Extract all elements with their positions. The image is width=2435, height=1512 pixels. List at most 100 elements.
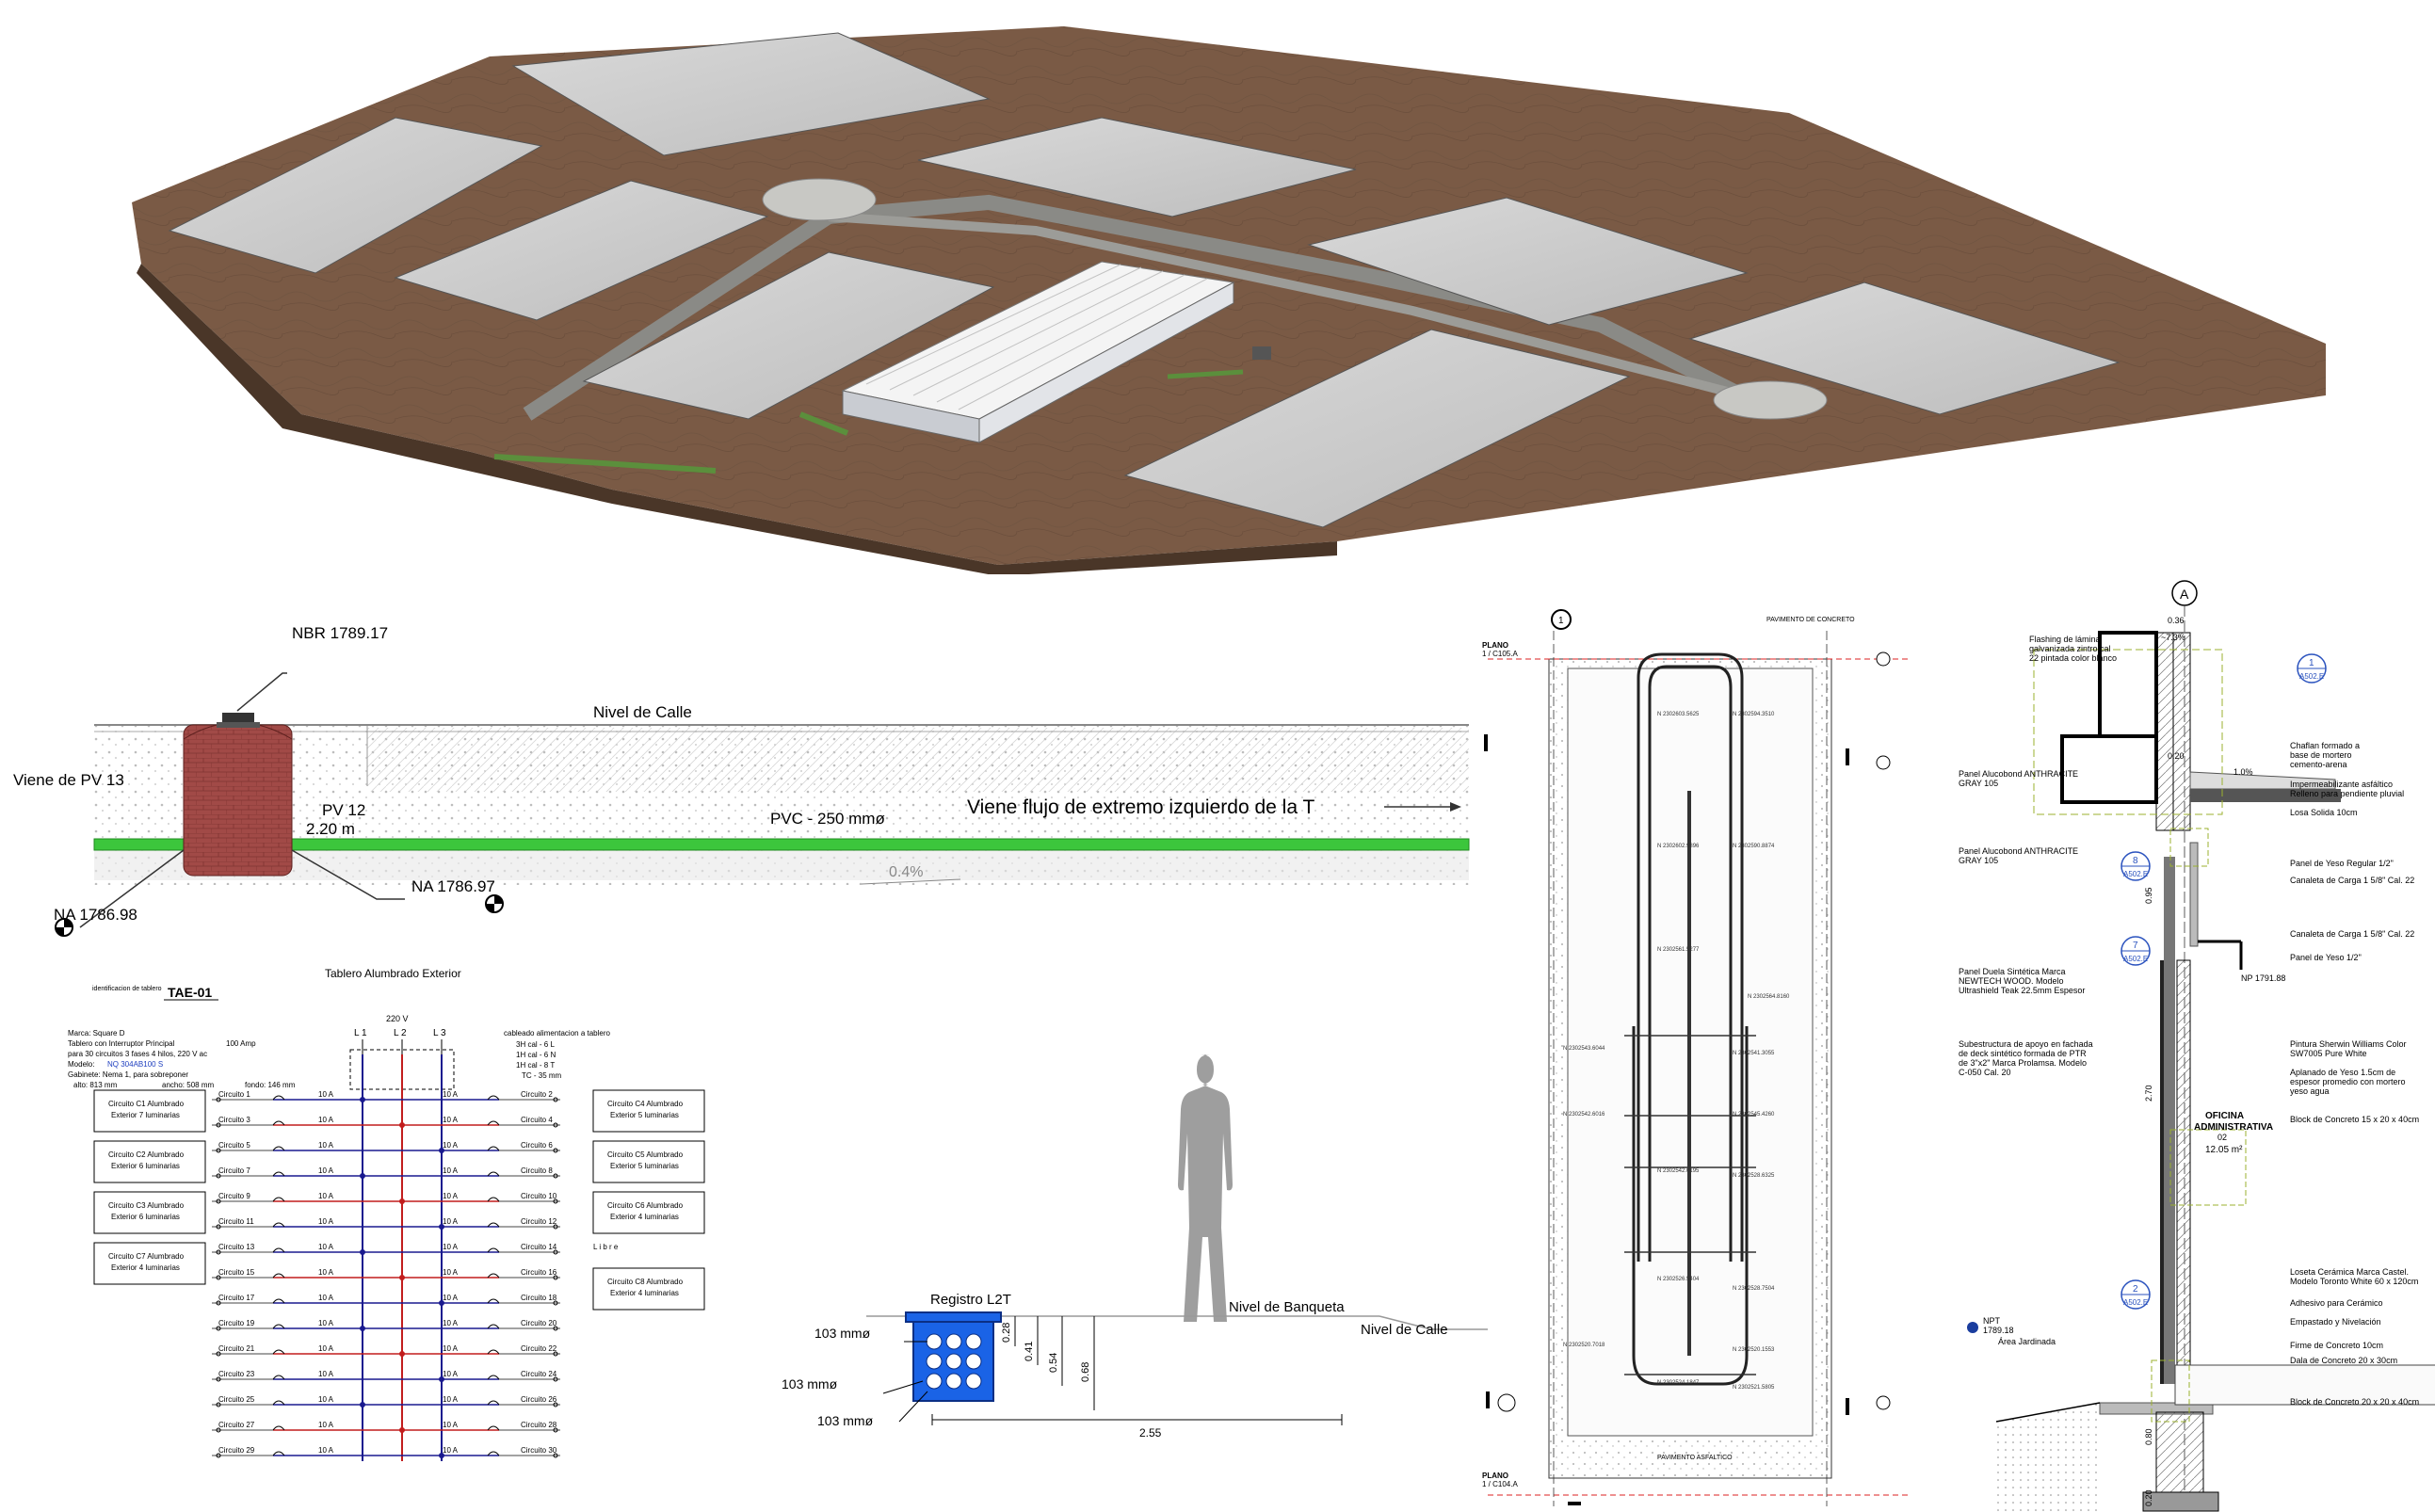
- right-circuit-label: Circuito 16: [521, 1268, 557, 1277]
- left-circuit-label: Circuito 15: [218, 1268, 255, 1277]
- circuit-box-text: Circuito C1 Alumbrado: [108, 1100, 185, 1108]
- note-right: Chaflan formado a: [2290, 741, 2360, 750]
- breaker-symbol: [272, 1146, 500, 1151]
- flow-label: Viene flujo de extremo izquierdo de la T: [967, 796, 1314, 818]
- dim-label: 0.54: [1048, 1353, 1059, 1373]
- right-circuit-label: Circuito 28: [521, 1421, 557, 1429]
- note-left: Subestructura de apoyo en fachada: [1959, 1039, 2093, 1049]
- left-circuit-label: Circuito 3: [218, 1116, 250, 1124]
- breaker-rating: 10 A: [318, 1268, 334, 1277]
- left-circuit-label: Circuito 1: [218, 1090, 250, 1099]
- detail-tag-number: 1: [2309, 658, 2314, 668]
- nbr-label: NBR 1789.17: [292, 624, 388, 642]
- circuit-box-text: Exterior 5 luminarias: [610, 1162, 679, 1170]
- svg-text:N 2302521.5805: N 2302521.5805: [1733, 1385, 1775, 1391]
- breaker-symbol: [272, 1400, 500, 1406]
- left-circuit-label: Circuito 9: [218, 1192, 250, 1200]
- detail-tag-number: 7: [2133, 941, 2138, 951]
- circuit-box-text: Exterior 4 luminarias: [610, 1289, 679, 1297]
- circuit-box-text: Circuito C5 Alumbrado: [607, 1150, 684, 1159]
- circuit-box-right: [592, 1140, 705, 1183]
- plano-top-ref: 1 / C105.A: [1482, 650, 1518, 658]
- terminal: [553, 1275, 558, 1280]
- dim-label: 0.20: [2144, 1489, 2153, 1506]
- circuit-box-left: [93, 1191, 206, 1234]
- right-circuit-label: Circuito 6: [521, 1141, 553, 1150]
- left-circuit-label: Circuito 5: [218, 1141, 250, 1150]
- spec-model: NQ 304AB100 S: [107, 1060, 163, 1069]
- circuit-box-text: Exterior 6 luminarias: [111, 1213, 180, 1221]
- terminal: [216, 1224, 221, 1230]
- dim-label: 2.70: [2144, 1085, 2153, 1102]
- note-right: espesor promedio con mortero: [2290, 1077, 2406, 1086]
- building-pad: [1123, 329, 1631, 528]
- site-render: [132, 26, 2326, 574]
- note-left: GRAY 105: [1959, 779, 1998, 788]
- right-circuit-label: Circuito 2: [521, 1090, 553, 1099]
- bus-tap: [439, 1300, 444, 1306]
- breaker-symbol: [272, 1095, 500, 1101]
- room-name-2: ADMINISTRATIVA: [2194, 1122, 2273, 1133]
- breaker-rating: 10 A: [318, 1116, 334, 1124]
- bus-tap: [360, 1249, 365, 1255]
- svg-text:N 2302545.4260: N 2302545.4260: [1733, 1112, 1775, 1118]
- plano-top-label: PLANO: [1482, 641, 1508, 650]
- building-pad: [394, 180, 769, 321]
- left-circuit-label: Circuito 17: [218, 1294, 255, 1302]
- note-left: NEWTECH WOOD. Modelo: [1959, 976, 2064, 986]
- panelboard-panel: Tablero Alumbrado Exterior identificacio…: [0, 960, 725, 1512]
- terminal: [216, 1173, 221, 1179]
- circuit-box-text: Exterior 7 luminarias: [111, 1111, 180, 1119]
- circuit-box-text: Exterior 6 luminarias: [111, 1162, 180, 1170]
- building-pad: [1688, 281, 2121, 415]
- room-area: 12.05 m²: [2205, 1145, 2243, 1155]
- svg-text:N 2302524.1847: N 2302524.1847: [1657, 1380, 1700, 1386]
- terminal: [553, 1326, 558, 1331]
- bus-tap: [360, 1326, 365, 1331]
- plano-bottom-label: PLANO: [1482, 1472, 1508, 1480]
- bus-tap: [360, 1097, 365, 1102]
- left-circuit-label: Circuito 7: [218, 1166, 250, 1175]
- banqueta-label: Nivel de Banqueta: [1229, 1299, 1345, 1315]
- note-right: Canaleta de Carga 1 5/8" Cal. 22: [2290, 929, 2414, 939]
- ident-value: TAE-01: [168, 985, 212, 1000]
- breaker-rating: 10 A: [443, 1294, 459, 1302]
- circuit-box-text: Circuito C8 Alumbrado: [607, 1278, 684, 1286]
- bus-tap: [439, 1224, 444, 1230]
- left-circuit-label: Circuito 21: [218, 1344, 255, 1353]
- breaker-symbol: [272, 1120, 500, 1126]
- note-right: SW7005 Pure White: [2290, 1049, 2367, 1058]
- npt-value: 1789.18: [1983, 1326, 2014, 1335]
- left-circuit-label: Circuito 11: [218, 1217, 254, 1226]
- svg-text:N 2302528.6325: N 2302528.6325: [1733, 1173, 1775, 1179]
- spec-circuits: para 30 circuitos 3 fases 4 hilos, 220 V…: [68, 1050, 207, 1058]
- left-circuit-label: Circuito 29: [218, 1446, 255, 1455]
- terminal: [216, 1351, 221, 1357]
- cable-line: 1H cal - 8 T: [516, 1061, 555, 1070]
- dim-label: 0.36: [2168, 616, 2185, 625]
- person-scale-figure: [1178, 1054, 1233, 1322]
- conduit-openings: [926, 1333, 982, 1390]
- breaker-rating: 10 A: [318, 1294, 334, 1302]
- cable-line: 3H cal - 6 L: [516, 1040, 555, 1049]
- breaker-rating: 10 A: [443, 1421, 459, 1429]
- terminal: [553, 1198, 558, 1204]
- pv-depth-label: 2.20 m: [306, 820, 355, 838]
- breaker-rating: 10 A: [318, 1446, 334, 1455]
- terminal: [553, 1427, 558, 1433]
- note-right: NP 1791.88: [2241, 973, 2285, 983]
- line-l2-label: L 2: [394, 1028, 407, 1038]
- note-right: Dala de Concreto 20 x 30cm: [2290, 1356, 2397, 1365]
- pv-label: PV 12: [322, 801, 365, 819]
- room-name: OFICINA: [2205, 1111, 2244, 1121]
- terminal: [216, 1427, 221, 1433]
- bus-tap: [360, 1402, 365, 1407]
- spec-main-breaker: Tablero con Interruptor Principal: [68, 1039, 175, 1048]
- bus-tap: [439, 1453, 444, 1458]
- breaker-rating: 10 A: [443, 1243, 459, 1251]
- spec-depth: fondo: 146 mm: [245, 1081, 296, 1089]
- note-right: Losa Solida 10cm: [2290, 808, 2358, 817]
- na-left-label: NA 1786.98: [54, 906, 137, 924]
